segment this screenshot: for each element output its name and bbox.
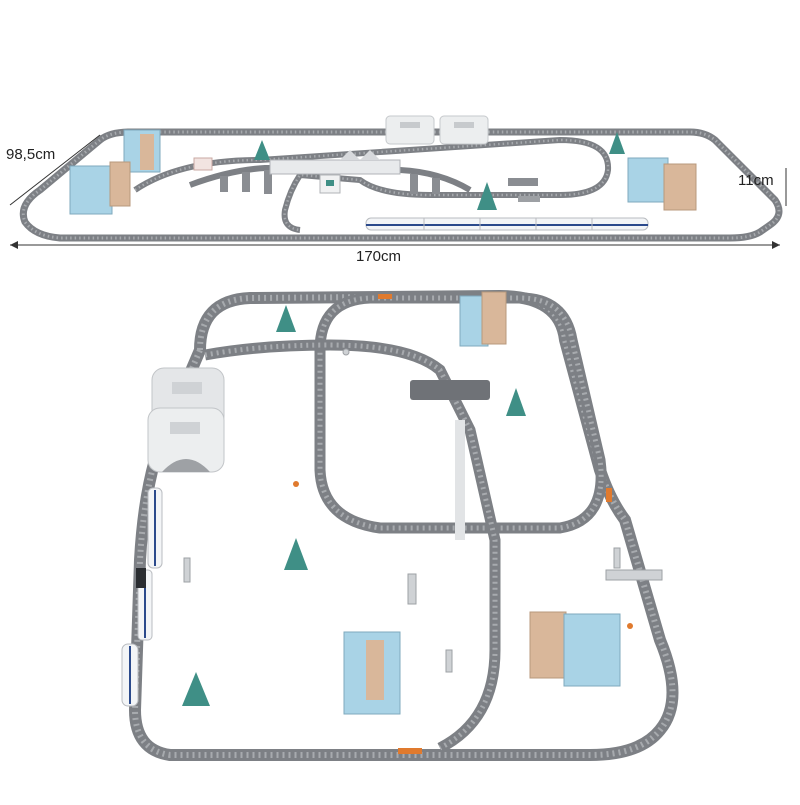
tree [182, 672, 210, 706]
buildings-left [69, 129, 161, 215]
height-dimension-label: 11cm [738, 172, 774, 189]
train [365, 217, 649, 231]
buildings-right [627, 157, 697, 211]
props [183, 348, 663, 673]
platform [518, 196, 540, 202]
depth-dimension-label: 98,5cm [6, 146, 56, 163]
tree [609, 132, 625, 154]
overhead-layout [121, 289, 679, 761]
tunnel [147, 367, 225, 473]
perspective-layout [19, 115, 783, 242]
track-connector [606, 488, 612, 502]
tree [276, 305, 296, 332]
station [269, 150, 401, 194]
sign [193, 157, 213, 171]
bridge-pillar [455, 420, 465, 540]
tree [506, 388, 526, 416]
tree [284, 538, 308, 570]
tree [477, 182, 497, 210]
track-connector [398, 748, 422, 754]
tunnels [385, 115, 489, 145]
train [121, 487, 163, 707]
overhead-bridge-platform [410, 380, 490, 400]
tree [254, 140, 270, 160]
dimension-lines [9, 134, 787, 249]
building-bottom-right [529, 611, 621, 687]
building-center [343, 631, 401, 715]
platform [508, 178, 538, 186]
building-top-right [459, 291, 507, 347]
width-dimension-label: 170cm [356, 248, 402, 265]
track-connector [378, 294, 392, 299]
